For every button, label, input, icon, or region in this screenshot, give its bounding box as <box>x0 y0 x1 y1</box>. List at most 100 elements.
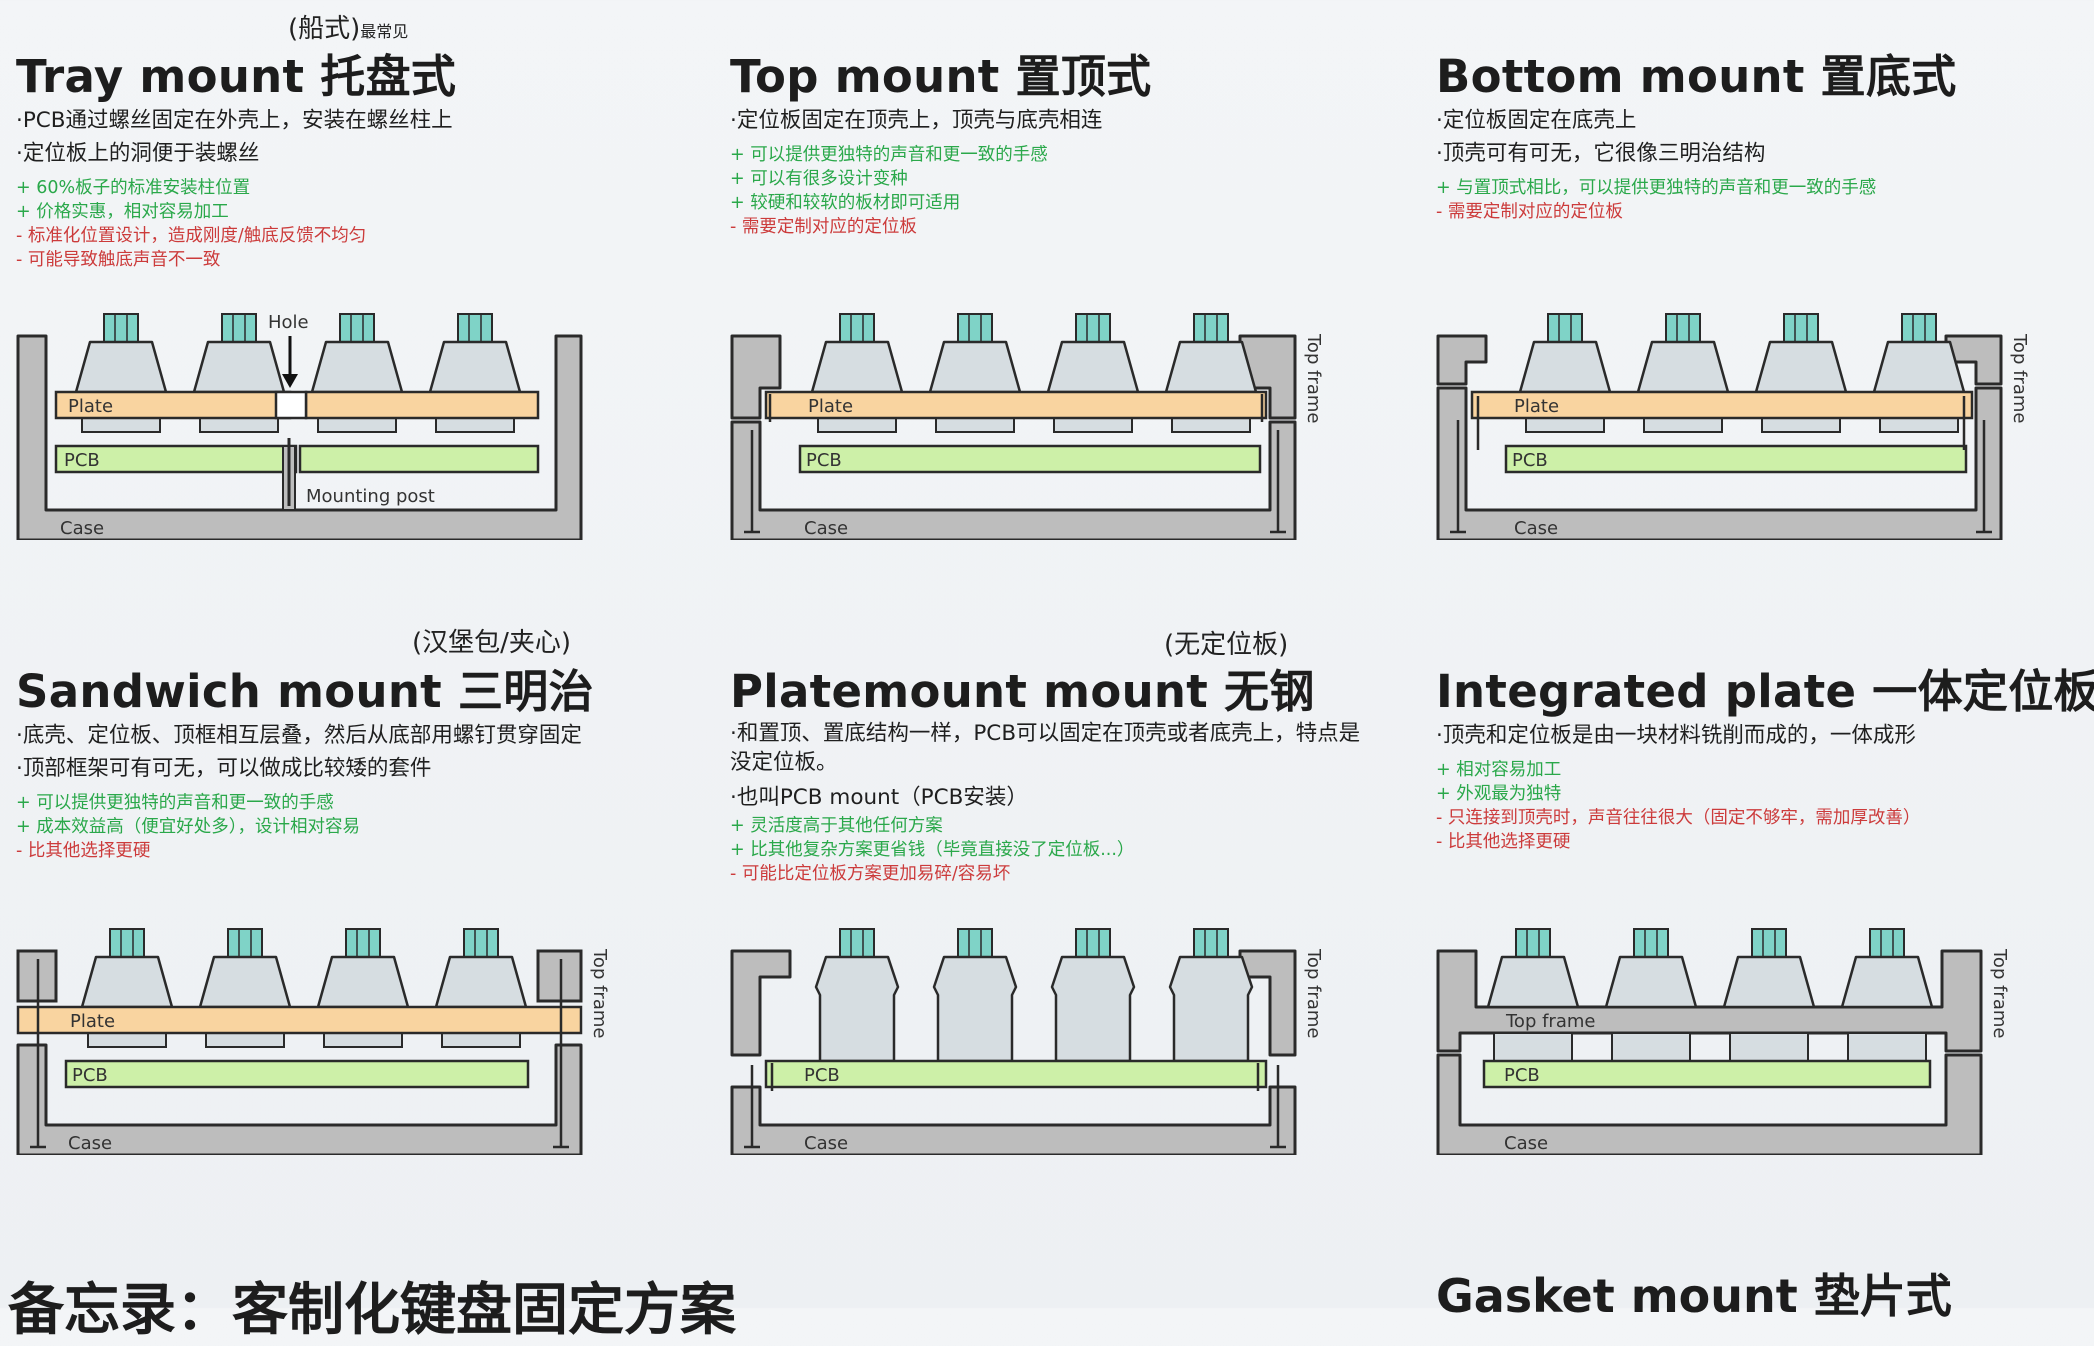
top-frame-label: Top frame <box>2009 333 2030 423</box>
switch <box>1604 928 1698 1062</box>
mounting-post-label: Mounting post <box>306 486 435 507</box>
panel-tray-mount: (船式)最常见 Tray mount 托盘式 ·PCB通过螺丝固定在外壳上，安装… <box>16 0 656 580</box>
plate <box>16 1005 583 1035</box>
switch <box>310 313 404 433</box>
tray-con-2: - 可能导致触底声音不一致 <box>16 250 221 270</box>
panel-sandwich-mount: (汉堡包/夹心) Sandwich mount 三明治 ·底壳、定位板、顶框相互… <box>16 615 656 1195</box>
plate <box>764 390 1268 420</box>
pcb <box>764 1059 1268 1089</box>
panel-bottom-mount: Bottom mount 置底式 ·定位板固定在底壳上 ·顶壳可有可无，它很像三… <box>1436 0 2076 580</box>
tray-pro-1: + 60%板子的标准安装柱位置 <box>16 178 251 198</box>
top-frame-label: Top frame <box>589 948 610 1038</box>
tray-bullets: ·PCB通过螺丝固定在外壳上，安装在螺丝柱上 ·定位板上的洞便于装螺丝 + 60… <box>16 104 666 272</box>
top-con-1: - 需要定制对应的定位板 <box>730 217 917 237</box>
top-bullets: ·定位板固定在顶壳上，顶壳与底壳相连 + 可以提供更独特的声音和更一致的手感 +… <box>730 104 1380 239</box>
pcb-label: PCB <box>72 1065 108 1086</box>
plate-label: Plate <box>1514 396 1559 417</box>
keyboard-case <box>16 334 583 540</box>
sandwich-bullet-1: ·底壳、定位板、顶框相互层叠，然后从底部用螺钉贯穿固定 <box>16 723 582 748</box>
mounting-post <box>282 438 296 511</box>
bottom-bullet-2: ·顶壳可有可无，它很像三明治结构 <box>1436 141 1766 166</box>
sandwich-diagram: Plate PCB Case Top frame <box>16 928 610 1155</box>
platemount-bullets: ·和置顶、置底结构一样，PCB可以固定在顶壳或者底壳上，特点是没定位板。 ·也叫… <box>730 719 1370 886</box>
tray-diagram: Plate PCB Case Hole Mounting post <box>16 312 583 540</box>
platemount-con-1: - 可能比定位板方案更加易碎/容易坏 <box>730 864 1011 884</box>
tray-pro-2: + 价格实惠，相对容易加工 <box>16 202 229 222</box>
top-bullet-1: ·定位板固定在顶壳上，顶壳与底壳相连 <box>730 108 1103 133</box>
plate <box>1470 390 1974 420</box>
case-label: Case <box>1504 1133 1548 1154</box>
pcb <box>64 1059 530 1089</box>
panel-platemount-mount: (无定位板) Platemount mount 无钢 ·和置顶、置底结构一样，P… <box>730 615 1370 1195</box>
switch <box>1486 928 1580 1062</box>
screws <box>1450 396 1992 534</box>
tray-bullet-2: ·定位板上的洞便于装螺丝 <box>16 141 260 166</box>
case-label: Case <box>60 518 104 539</box>
screws <box>30 959 569 1149</box>
pcb-label: PCB <box>1512 450 1548 471</box>
pcb-label: PCB <box>804 1065 840 1086</box>
pcb <box>798 444 1262 474</box>
plate-label: Plate <box>70 1011 115 1032</box>
keyboard-case <box>730 420 1297 540</box>
pcb <box>1504 444 1968 474</box>
platemount-diagram: PCB Case Top frame <box>730 928 1324 1155</box>
hole-arrow <box>282 336 298 388</box>
switches <box>1486 928 1934 1062</box>
top-pro-3: + 较硬和较软的板材即可适用 <box>730 193 961 213</box>
integrated-con-2: - 比其他选择更硬 <box>1436 832 1571 852</box>
keyboard-case <box>1436 1053 1983 1155</box>
bottom-con-1: - 需要定制对应的定位板 <box>1436 202 1623 222</box>
bottom-diagram: Plate PCB Case Top frame <box>1436 313 2030 540</box>
platemount-pro-1: + 灵活度高于其他任何方案 <box>730 816 943 836</box>
top-frame-label: Top frame <box>1303 948 1324 1038</box>
case-label: Case <box>804 1133 848 1154</box>
pcb <box>54 444 540 474</box>
switch <box>1872 313 1966 433</box>
case-label: Case <box>804 518 848 539</box>
platemount-bullet-2: ·也叫PCB mount（PCB安装） <box>730 785 1028 810</box>
integrated-diagram: Top frame PCB Case Top frame <box>1436 928 2010 1155</box>
sandwich-pro-1: + 可以提供更独特的声音和更一致的手感 <box>16 793 334 813</box>
pcb <box>1482 1059 1932 1089</box>
integrated-title: Integrated plate 一体定位板 <box>1436 665 2094 718</box>
switches <box>814 928 1254 1063</box>
integrated-pro-1: + 相对容易加工 <box>1436 760 1562 780</box>
screws <box>744 1063 1286 1149</box>
integrated-pro-2: + 外观最为独特 <box>1436 784 1562 804</box>
top-frame-label: Top frame <box>1989 948 2010 1038</box>
panel-integrated-plate: Integrated plate 一体定位板 ·顶壳和定位板是由一块材料铣削而成… <box>1436 615 2094 1195</box>
switch <box>1722 928 1816 1062</box>
platemount-title: Platemount mount 无钢 <box>730 665 1315 718</box>
top-pro-1: + 可以提供更独特的声音和更一致的手感 <box>730 145 1048 165</box>
bottom-title: Bottom mount 置底式 <box>1436 50 1957 103</box>
pcb-label: PCB <box>806 450 842 471</box>
pcb-label: PCB <box>64 450 100 471</box>
top-title: Top mount 置顶式 <box>730 50 1152 103</box>
top-frame <box>730 949 1297 1057</box>
top-frame <box>730 334 1297 420</box>
switch <box>1050 928 1136 1063</box>
keyboard-case <box>730 1085 1297 1155</box>
integrated-con-1: - 只连接到顶壳时，声音往往很大（固定不够牢，需加厚改善） <box>1436 808 1921 828</box>
plate <box>54 390 540 420</box>
switches <box>74 313 522 433</box>
sandwich-bullet-2: ·顶部框架可有可无，可以做成比较矮的套件 <box>16 756 432 781</box>
switch <box>1754 313 1848 433</box>
screws <box>744 394 1286 534</box>
sandwich-title: Sandwich mount 三明治 <box>16 665 594 718</box>
case-label: Case <box>1514 518 1558 539</box>
plate-label: Plate <box>808 396 853 417</box>
switch <box>932 928 1018 1063</box>
bottom-pro-1: + 与置顶式相比，可以提供更独特的声音和更一致的手感 <box>1436 178 1877 198</box>
hole-label: Hole <box>268 312 309 333</box>
sandwich-bullets: ·底壳、定位板、顶框相互层叠，然后从底部用螺钉贯穿固定 ·顶部框架可有可无，可以… <box>16 719 666 863</box>
top-diagram: Plate PCB Case Top frame <box>730 313 1324 540</box>
platemount-pro-2: + 比其他复杂方案更省钱（毕竟直接没了定位板...） <box>730 840 1135 860</box>
top-frame-plate-label: Top frame <box>1505 1011 1595 1032</box>
switch <box>1840 928 1934 1062</box>
plate-label: Plate <box>68 396 113 417</box>
memo-title: 备忘录：客制化键盘固定方案 <box>8 1278 736 1343</box>
switch <box>1168 928 1254 1063</box>
gasket-mount-title: Gasket mount 垫片式 <box>1436 1269 1952 1323</box>
